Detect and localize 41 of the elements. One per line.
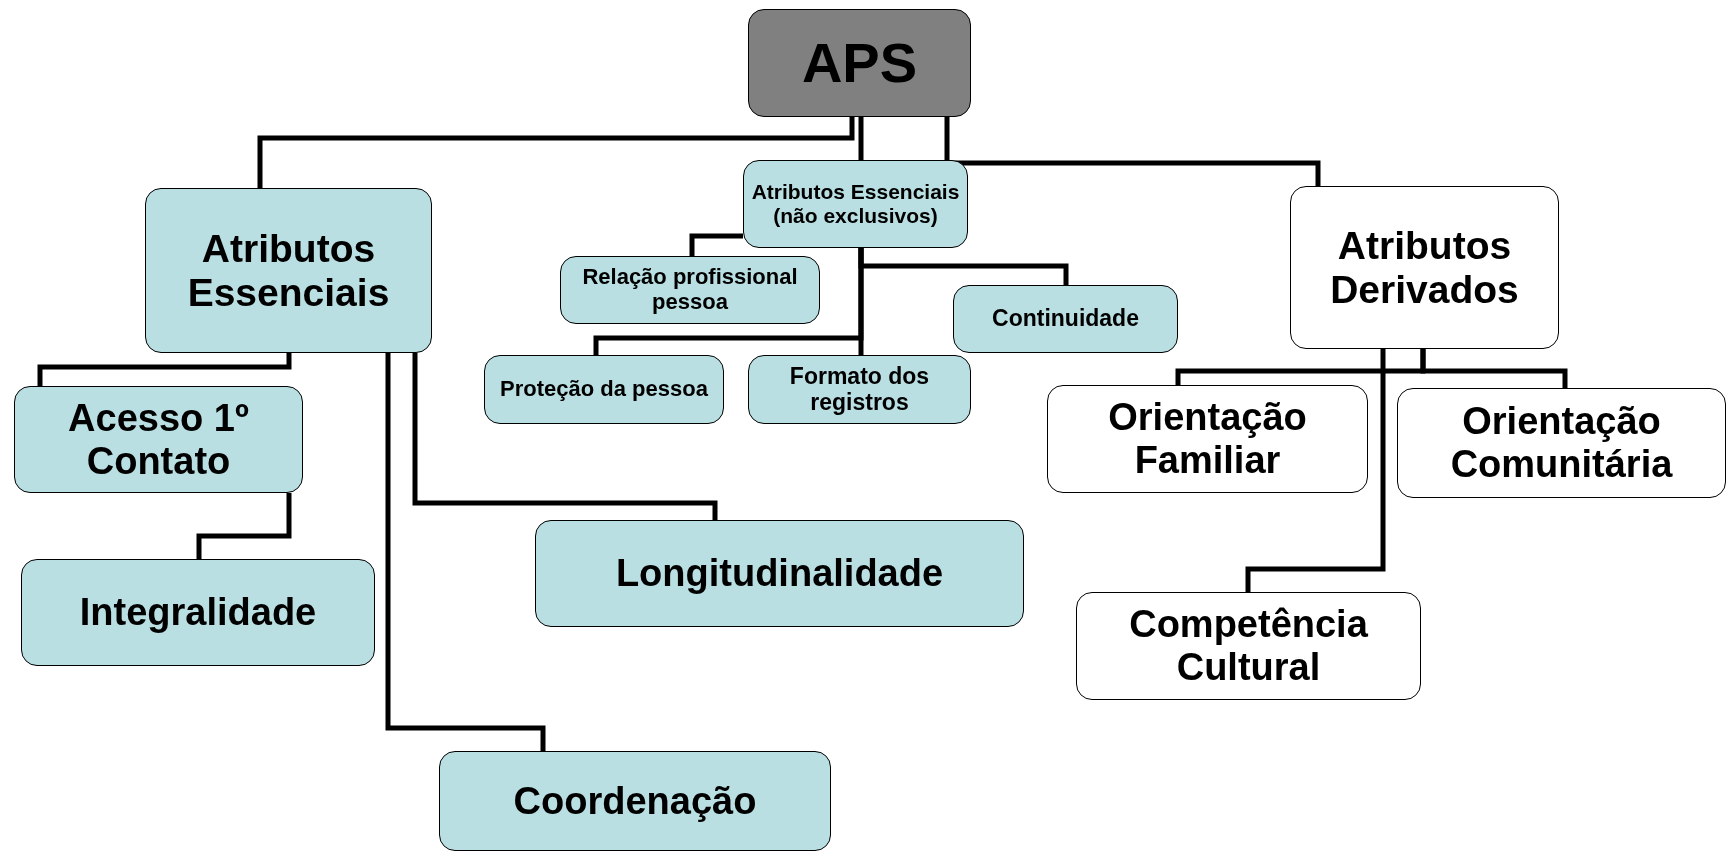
attribute-box [748, 355, 971, 424]
connector-line [37, 353, 292, 386]
category-box [1290, 186, 1559, 349]
connector-line [858, 248, 864, 355]
node-label: Coordenação [513, 779, 757, 823]
attribute-box [535, 520, 1024, 627]
root-box [748, 9, 971, 117]
node-label: Competência Cultural [1128, 603, 1369, 689]
attribute-box [953, 285, 1178, 353]
node-label: Longitudinalidade [615, 552, 944, 595]
connector-line [385, 353, 546, 751]
node-label: Atributos Essenciais (não exclusivos) [750, 180, 961, 228]
connector-line [1245, 349, 1386, 592]
category-box [743, 160, 968, 248]
node-label: Orientação Comunitária [1449, 400, 1674, 486]
attribute-box [1397, 388, 1726, 498]
attribute-box [439, 751, 831, 851]
connector-line [858, 117, 864, 160]
node-label: Atributos Derivados [1329, 223, 1520, 312]
node-label: Atributos Essenciais [186, 226, 391, 315]
connector-line [944, 117, 1321, 186]
node-label: APS [801, 31, 918, 95]
connector-line [412, 353, 718, 520]
category-box [145, 188, 432, 353]
node-label: Relação profissional pessoa [581, 265, 799, 315]
connector-line [1420, 349, 1568, 388]
node-label: Acesso 1º Contato [67, 396, 250, 483]
node-label: Formato dos registros [788, 363, 931, 416]
connector-line [689, 233, 743, 256]
attribute-box [484, 355, 724, 424]
connector-line [196, 493, 292, 559]
attribute-box [1076, 592, 1421, 700]
node-label: Orientação Familiar [1107, 396, 1308, 482]
node-label: Proteção da pessoa [500, 377, 708, 402]
attribute-box [560, 256, 820, 324]
node-label: Integralidade [79, 591, 317, 634]
connector-line [257, 117, 855, 188]
attribute-box [1047, 385, 1368, 493]
node-label: Continuidade [992, 306, 1139, 332]
attribute-box [14, 386, 303, 493]
attribute-box [21, 559, 375, 666]
